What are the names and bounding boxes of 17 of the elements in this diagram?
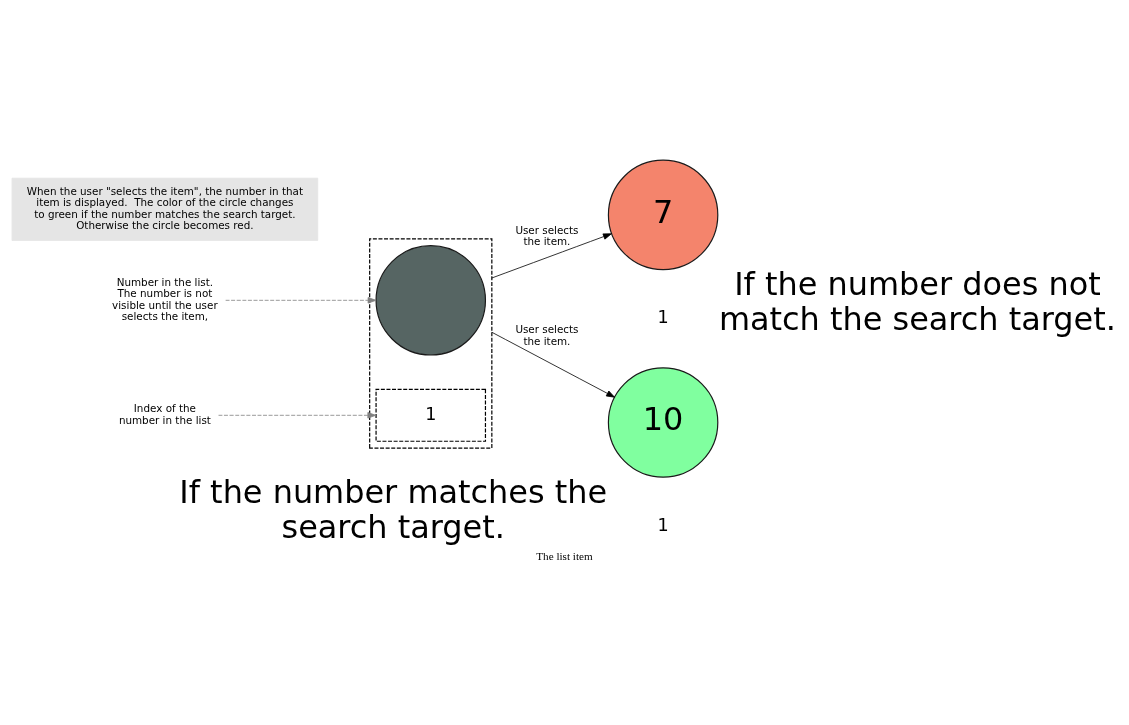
node-label: 1 xyxy=(657,306,669,327)
arrow xyxy=(491,331,615,398)
edge-label: User selects the item. xyxy=(515,322,579,347)
node-text: Index of the number in the list xyxy=(118,401,211,426)
arrow xyxy=(491,232,612,278)
node-text: Number in the list. The number is not visible until the user selects the item, xyxy=(112,275,218,322)
arrow xyxy=(225,296,377,303)
node-circle xyxy=(375,244,487,356)
caption: The list item xyxy=(536,549,593,562)
node-box: 1 xyxy=(375,388,487,442)
node-box: When the user "selects the item", the number in that item is displayed. The color of the circle changes to green if the number matches the search target. Otherwise the circle becomes red. xyxy=(11,177,319,241)
node-label: If the number does not match the search target. xyxy=(718,264,1116,338)
node-label: If the number matches the search target. xyxy=(179,472,608,546)
node-circle: 7 xyxy=(607,159,719,270)
edge-label: User selects the item. xyxy=(515,223,579,247)
node-label: 1 xyxy=(657,514,669,535)
arrow xyxy=(218,411,377,418)
